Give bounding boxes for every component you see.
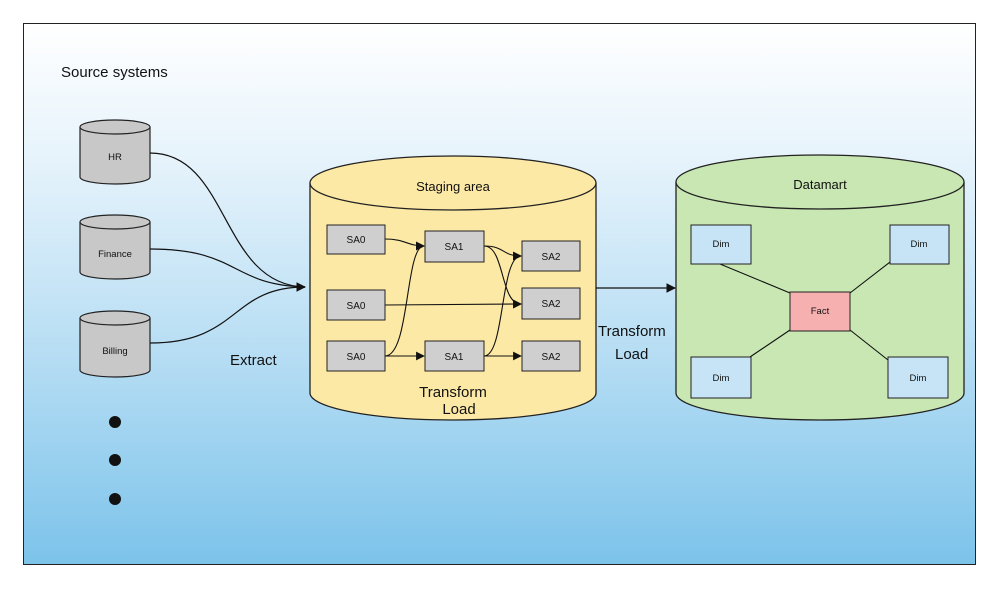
svg-text:Fact: Fact	[811, 306, 830, 317]
hr-database-icon: HR	[79, 119, 151, 185]
transform-label: Transform	[598, 323, 666, 340]
fact-box: Fact	[789, 291, 851, 332]
svg-text:SA2: SA2	[542, 352, 561, 363]
sa0-mid-box: SA0	[326, 289, 386, 321]
staging-transform-label: Transform	[419, 384, 487, 401]
svg-text:Dim: Dim	[911, 239, 928, 250]
dim-box-top-right: Dim	[889, 224, 950, 265]
star-schema-links	[719, 261, 891, 361]
load-label: Load	[615, 346, 648, 363]
svg-text:SA1: SA1	[445, 242, 464, 253]
svg-text:SA1: SA1	[445, 352, 464, 363]
staging-load-label: Load	[442, 401, 475, 418]
finance-database-icon: Finance	[79, 214, 151, 280]
svg-text:SA0: SA0	[347, 352, 366, 363]
more-sources-dot	[109, 493, 121, 505]
sa2-bottom-box: SA2	[521, 340, 581, 372]
extract-label: Extract	[230, 352, 278, 369]
billing-label: Billing	[102, 346, 127, 357]
more-sources-dot	[109, 416, 121, 428]
hr-label: HR	[108, 152, 122, 163]
svg-text:SA0: SA0	[347, 235, 366, 246]
more-sources-dot	[109, 454, 121, 466]
staging-area-title: Staging area	[416, 179, 490, 194]
source-systems-title: Source systems	[61, 64, 168, 81]
svg-text:SA0: SA0	[347, 301, 366, 312]
sa2-top-box: SA2	[521, 240, 581, 272]
sa2-mid-box: SA2	[521, 287, 581, 320]
sa0-top-box: SA0	[326, 224, 386, 255]
svg-text:Dim: Dim	[713, 373, 730, 384]
sa0-bottom-box: SA0	[326, 340, 386, 372]
sa1-bottom-box: SA1	[424, 340, 485, 372]
finance-label: Finance	[98, 249, 132, 260]
sa1-top-box: SA1	[424, 230, 485, 263]
staging-flow-arrows	[384, 238, 522, 361]
datamart-title: Datamart	[793, 177, 847, 192]
svg-text:Dim: Dim	[713, 239, 730, 250]
billing-database-icon: Billing	[79, 310, 151, 378]
dim-box-bottom-left: Dim	[690, 356, 752, 399]
svg-text:SA2: SA2	[542, 299, 561, 310]
dim-box-bottom-right: Dim	[887, 356, 949, 399]
svg-text:SA2: SA2	[542, 252, 561, 263]
svg-text:Dim: Dim	[910, 373, 927, 384]
dim-box-top-left: Dim	[690, 224, 752, 265]
extract-connectors	[149, 152, 306, 344]
